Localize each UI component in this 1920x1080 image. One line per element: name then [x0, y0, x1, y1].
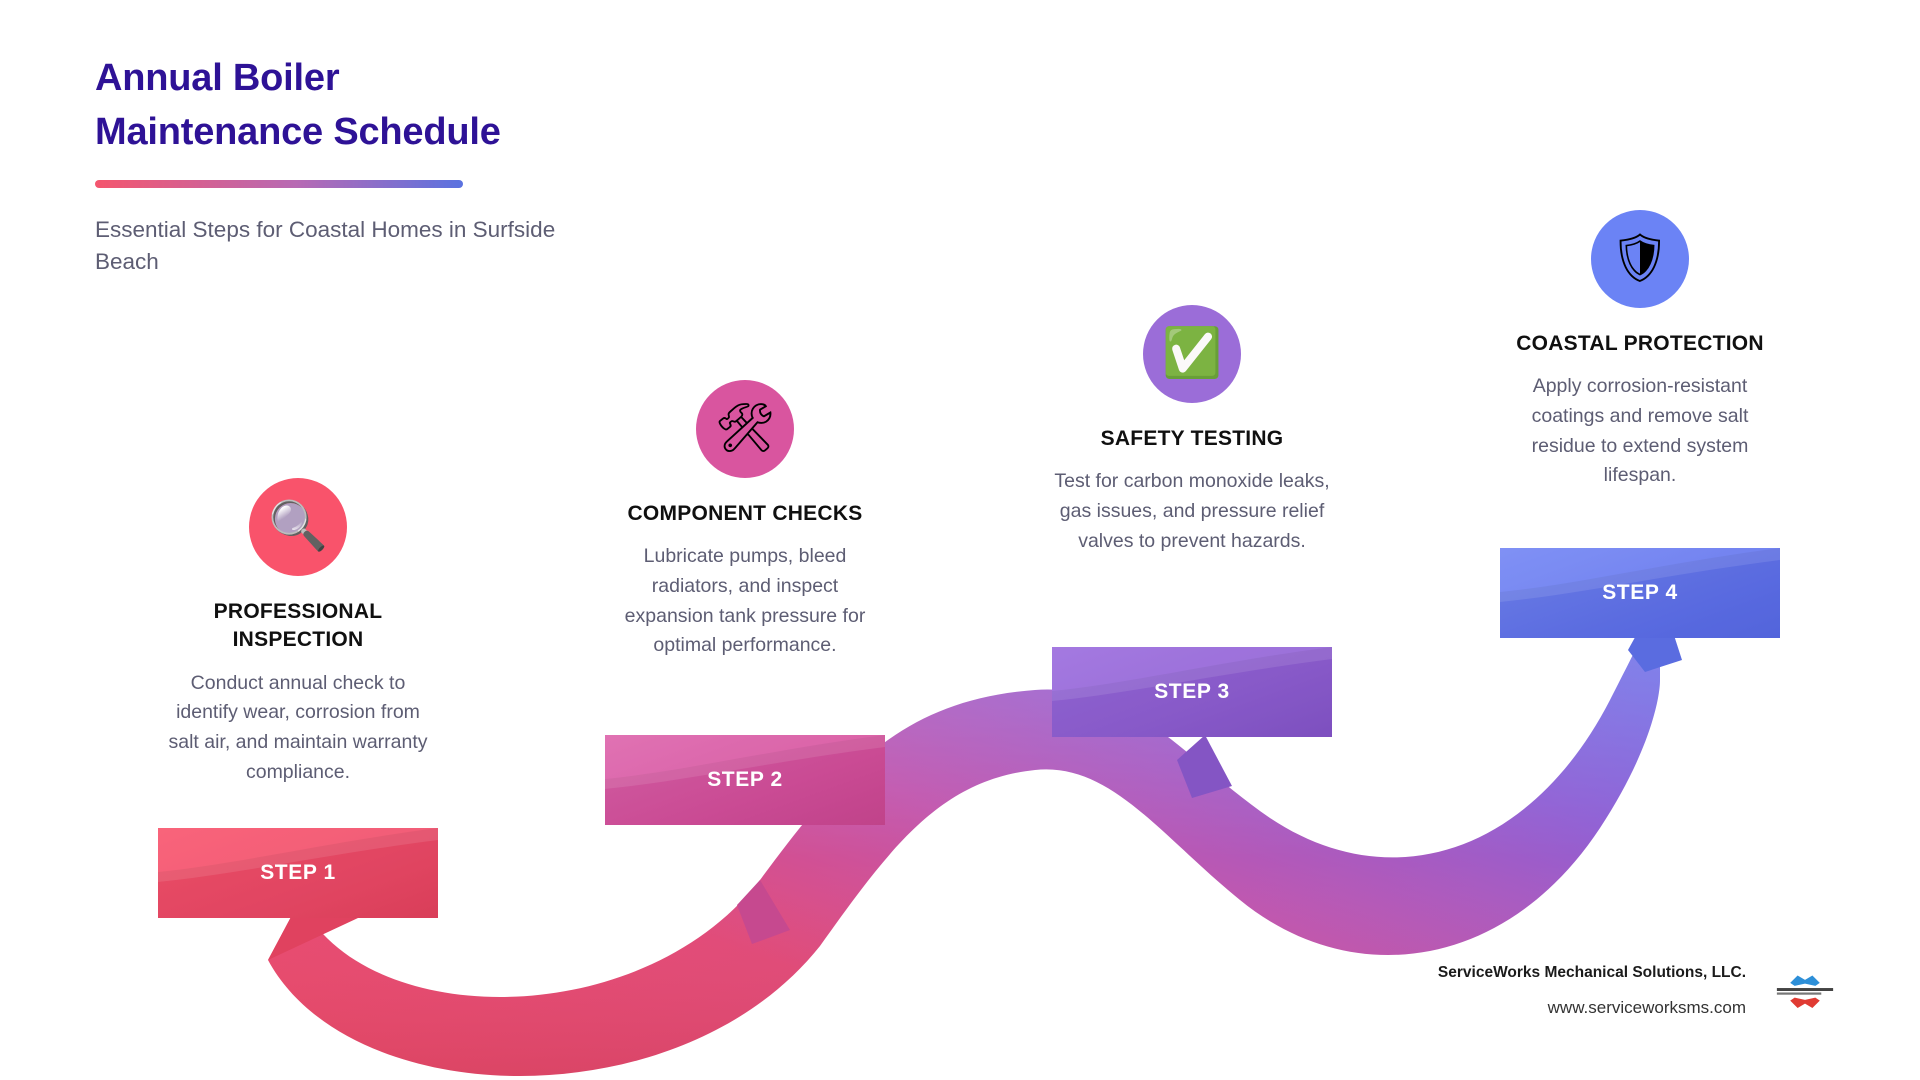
shield-icon: 🛡: [1591, 210, 1689, 308]
footer-company-name: ServiceWorks Mechanical Solutions, LLC.: [1437, 964, 1746, 981]
step-4-title: COASTAL PROTECTION: [1516, 332, 1764, 355]
step-2-banner[interactable]: STEP 2: [605, 735, 885, 825]
step-4-icon-glyph: 🛡: [1609, 232, 1671, 285]
check-mark-button-icon: ✅: [1143, 305, 1241, 403]
step-2-banner-label: STEP 2: [707, 768, 783, 791]
step-1-title: PROFESSIONAL INSPECTION: [213, 600, 383, 652]
step-3-description: Test for carbon monoxide leaks, gas issu…: [1054, 470, 1330, 552]
hammer-and-wrench-icon: 🛠: [696, 380, 794, 478]
step-2-icon-glyph: 🛠: [714, 402, 776, 455]
step-2-description: Lubricate pumps, bleed radiators, and in…: [624, 545, 866, 657]
footer: ServiceWorks Mechanical Solutions, LLC. …: [1438, 964, 1842, 1018]
step-card-3: ✅ SAFETY TESTING Test for carbon monoxid…: [1042, 305, 1342, 556]
step-2-title: COMPONENT CHECKS: [627, 502, 863, 525]
step-1-icon-glyph: 🔍: [268, 500, 328, 553]
step-1-banner-label: STEP 1: [260, 861, 336, 884]
step-3-banner-label: STEP 3: [1154, 680, 1230, 703]
step-card-1: 🔍 PROFESSIONAL INSPECTION Conduct annual…: [148, 478, 448, 787]
step-3-icon-glyph: ✅: [1162, 327, 1222, 380]
step-4-banner[interactable]: STEP 4: [1500, 548, 1780, 638]
step-3-title: SAFETY TESTING: [1100, 427, 1284, 450]
page-subtitle: Essential Steps for Coastal Homes in Sur…: [95, 216, 556, 274]
footer-text-block: ServiceWorks Mechanical Solutions, LLC. …: [1438, 964, 1746, 1018]
header: Annual Boiler Maintenance Schedule Essen…: [95, 52, 715, 278]
page-title-line-2: Maintenance Schedule: [95, 110, 501, 153]
step-1-banner[interactable]: STEP 1: [158, 828, 438, 918]
accent-divider: [95, 179, 463, 188]
ribbon-tail-step3: [1177, 735, 1232, 798]
magnifying-glass-icon: 🔍: [249, 478, 347, 576]
footer-website-url[interactable]: www.serviceworksms.com: [1547, 998, 1746, 1017]
step-4-description: Apply corrosion-resistant coatings and r…: [1531, 375, 1749, 487]
page-title-line-1: Annual Boiler: [95, 57, 340, 99]
step-card-2: 🛠 COMPONENT CHECKS Lubricate pumps, blee…: [595, 380, 895, 661]
step-card-4: 🛡 COASTAL PROTECTION Apply corrosion-res…: [1490, 210, 1790, 491]
serviceworks-logo-icon: [1776, 975, 1834, 1009]
step-4-banner-label: STEP 4: [1602, 581, 1678, 604]
step-1-description: Conduct annual check to identify wear, c…: [168, 671, 428, 783]
step-3-banner[interactable]: STEP 3: [1052, 647, 1332, 737]
ribbon-tail-step2: [737, 880, 790, 944]
